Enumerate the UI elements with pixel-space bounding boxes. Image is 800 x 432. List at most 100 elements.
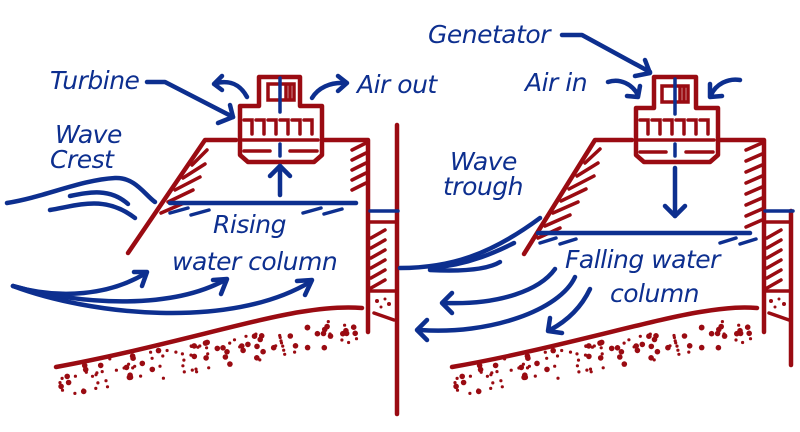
air-up-arrow (267, 163, 293, 198)
sand-dot (161, 354, 165, 358)
sand-dot (556, 376, 560, 380)
chamber-structure-left (125, 122, 400, 417)
sand-dot (489, 386, 493, 390)
sand-dot (597, 340, 603, 346)
sand-dot (521, 374, 527, 381)
sand-dot (304, 344, 311, 351)
sand-dot (108, 357, 112, 361)
sand-dot (499, 379, 503, 383)
sand-dot (675, 344, 679, 348)
sand-dot (585, 368, 589, 372)
sand-dot (352, 330, 359, 337)
sand-dot (279, 341, 284, 345)
sand-dot (586, 353, 592, 360)
sand-dot (139, 360, 146, 367)
sand-dot (575, 364, 580, 368)
sand-dot (165, 348, 169, 353)
sand-dot (95, 371, 99, 375)
sand-dot (601, 366, 605, 370)
seabed-left (53, 305, 365, 395)
sand-dot (577, 370, 581, 374)
sand-dot (202, 340, 209, 346)
sand-dot (105, 385, 110, 389)
sand-dot (708, 330, 715, 337)
sand-dot (254, 343, 260, 350)
sand-dot (687, 350, 691, 354)
sand-dot (545, 356, 549, 360)
rising-panel: Turbine Air out Wave Crest Rising water … (4, 66, 439, 417)
sand-dot (583, 353, 588, 357)
sand-dot (686, 343, 693, 349)
sand-dot (741, 340, 745, 345)
sand-dot (287, 333, 294, 339)
turbine-pointer-arrow (144, 79, 236, 126)
label-turbine: Turbine (50, 66, 140, 95)
sand-dot (214, 345, 221, 352)
label-wave-crest-2: Crest (50, 145, 115, 174)
sand-dot (453, 383, 459, 390)
sand-dot (350, 324, 357, 331)
sand-dot (60, 388, 65, 392)
sand-dot (260, 348, 266, 355)
sand-dot (244, 334, 248, 338)
falling-panel: Genetator Air in Wave trough Falling wat… (397, 20, 795, 395)
chamber-roof-right (322, 137, 371, 335)
sand-dot (681, 333, 688, 339)
sand-dot (614, 345, 621, 351)
sand-dot (321, 326, 328, 333)
sand-dot (744, 324, 751, 331)
sand-dot (653, 333, 659, 339)
sand-dot (239, 343, 245, 349)
sand-dot (245, 341, 251, 348)
sand-dot (748, 337, 753, 341)
sand-dot (668, 344, 672, 348)
sand-dot (64, 373, 70, 380)
label-rising-2: water column (172, 247, 337, 276)
sand-dot (475, 388, 482, 395)
sand-dot (189, 353, 193, 357)
sand-dot (149, 350, 153, 354)
back-wall-hatching-right (744, 141, 764, 229)
sand-dot (584, 344, 588, 348)
sloped-wall-hatching-right (536, 147, 602, 240)
sand-dot (720, 320, 725, 324)
wave-trough (397, 215, 543, 273)
label-generator: Genetator (428, 20, 552, 49)
sand-dot (633, 343, 639, 349)
sand-dot (327, 333, 334, 339)
sand-dot (495, 370, 499, 374)
sand-dot (553, 364, 557, 368)
sand-dot (509, 368, 513, 372)
label-air-out: Air out (355, 70, 438, 99)
sand-dot (648, 355, 654, 361)
sand-dot (518, 364, 525, 371)
sand-dot (174, 350, 178, 354)
sand-dot (654, 348, 661, 355)
sand-dot (194, 367, 198, 371)
sand-dot (130, 355, 136, 362)
sand-dot (58, 381, 62, 385)
sand-dot (274, 344, 278, 348)
sand-dot (737, 323, 741, 327)
sand-dot (550, 347, 556, 354)
sand-dot (721, 333, 728, 339)
sand-dot (586, 343, 592, 349)
sand-dot (575, 352, 579, 356)
sand-dot (232, 338, 237, 342)
sand-dot (228, 341, 232, 345)
sand-dot (282, 348, 286, 352)
sand-dot (597, 355, 604, 361)
sand-dot (500, 385, 504, 389)
sand-dot (253, 355, 260, 361)
sand-dot (149, 366, 156, 373)
sand-dot (114, 368, 118, 372)
air-down-arrow (662, 165, 688, 219)
sand-dot (314, 330, 321, 337)
sand-dot (459, 373, 466, 380)
sand-dot (155, 347, 162, 354)
sand-dot (251, 333, 258, 340)
sand-dot (503, 357, 507, 361)
label-falling-1: Falling water (565, 245, 722, 274)
sand-dot (634, 347, 641, 354)
